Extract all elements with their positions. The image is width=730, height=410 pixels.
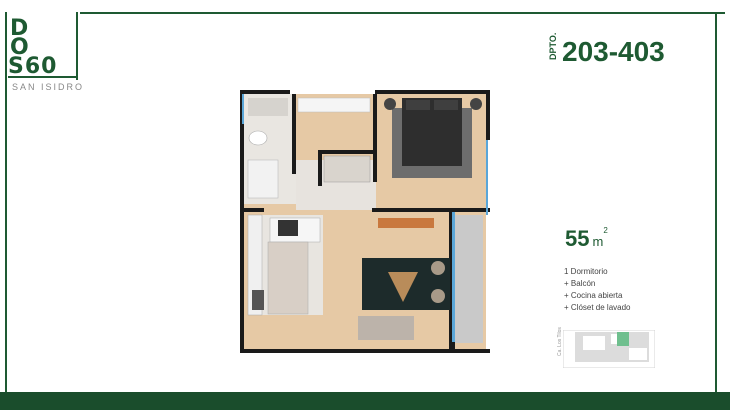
footer-bar xyxy=(0,392,730,410)
feature-list: 1 Dormitorio + Balcón + Cocina abierta +… xyxy=(564,266,631,314)
unit-number: 203-403 xyxy=(562,36,665,67)
frame-top-border xyxy=(80,12,725,14)
feature-item: + Cocina abierta xyxy=(564,291,623,300)
balcony-deck xyxy=(455,215,483,343)
unit-label: DPTO. xyxy=(548,32,558,60)
key-plan-highlight xyxy=(617,332,629,346)
logo-vertical-rule xyxy=(76,12,78,80)
key-plan: Ca. Los Tilos xyxy=(557,327,656,369)
key-plan-drawing xyxy=(562,329,656,369)
logo-s60: S60 xyxy=(8,54,58,79)
kitchen-island xyxy=(267,241,309,315)
brand-logo: D O S60 xyxy=(8,12,78,80)
logo-letter-o: O xyxy=(10,35,29,60)
feature-item: + Balcón xyxy=(564,279,596,288)
coffee-table xyxy=(388,272,418,302)
logo-horizontal-rule xyxy=(8,76,78,78)
floor-plan xyxy=(240,90,490,353)
area-unit: m xyxy=(592,234,604,249)
logo-letter-d: D xyxy=(10,16,29,41)
sofa xyxy=(358,316,414,340)
area-unit-superscript: 2 xyxy=(603,226,608,235)
brand-subtitle: SAN ISIDRO xyxy=(12,82,85,92)
key-plan-street-label: Ca. Los Tilos xyxy=(557,327,563,356)
area-value: 55 xyxy=(565,226,590,251)
feature-item: 1 Dormitorio xyxy=(564,267,608,276)
feature-item: + Clóset de lavado xyxy=(564,303,631,312)
